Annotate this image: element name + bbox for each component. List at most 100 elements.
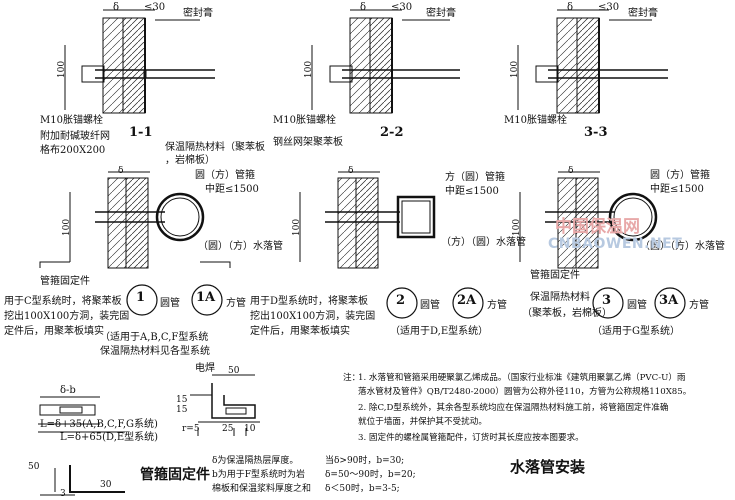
d3-downpipe: （圆）（方）水落管 [640, 241, 725, 252]
d2-square-label: 方管 [487, 300, 507, 311]
s11-h100: 100 [57, 60, 68, 79]
detail-1-drawing [39, 171, 231, 269]
d2-note-line2: 挖出100X100方洞，装完固 [250, 311, 376, 322]
parts-dim15a: 15 [176, 395, 188, 405]
d1-h100: 100 [62, 218, 73, 237]
d1-round-label: 圆管 [160, 298, 180, 309]
s11-bolt: M10胀锚螺栓 [40, 115, 103, 126]
notes-label: 注： [343, 373, 361, 383]
d1-delta: δ [118, 166, 124, 176]
d1-insul-line1: 保温隔热材料（聚苯板 [165, 142, 265, 153]
watermark-cn: 中国保温网 [555, 217, 640, 237]
d3-round-label: 圆管 [627, 300, 647, 311]
s11-delta: δ [113, 2, 120, 13]
parts-formula1: L=δ+35(A,B,C,F,G系统) [40, 419, 158, 430]
s11-mesh-line1: 附加耐碱玻纤网 [40, 131, 110, 142]
parts-dim25: 25 [222, 424, 234, 434]
d3-spacing: 中距≤1500 [650, 184, 704, 195]
d2-number: 2 [396, 293, 406, 308]
d2-note-line1: 用于D型系统时，将聚苯板 [250, 296, 369, 307]
s33-bolt: M10胀锚螺栓 [504, 115, 567, 126]
parts-title: 管箍固定件 [140, 467, 210, 483]
s33-delta: δ [567, 2, 574, 13]
section-label-2-2: 2-2 [380, 125, 404, 140]
parts-dim15b: 15 [176, 405, 188, 415]
d2-applies: （适用于D,E型系统） [390, 326, 489, 337]
note-1b: 落水管材及管件》QB/T2480-2000）圆管为公称外径110，方管为公称规格… [358, 387, 692, 397]
d1-note-line2: 挖出100X100方洞，装完固 [4, 311, 130, 322]
parts-dim50v: 50 [28, 462, 40, 472]
d1-note-line3: 定件后，用聚苯板填实 [4, 326, 104, 337]
d1-number-a: 1A [196, 290, 216, 305]
explain-case3: δ＜50时，b=3-5; [325, 484, 400, 494]
d1-applies-line2: 保温隔热材料见各型系统 [100, 346, 210, 357]
section-label-1-1: 1-1 [129, 125, 153, 140]
explain-case1: 当δ>90时，b=30; [325, 456, 405, 466]
d1-applies-line1: （适用于A,B,C,F型系统 [100, 332, 209, 343]
d2-h100: 100 [292, 218, 303, 237]
explain-line1: δ为保温隔热层厚度。 [212, 456, 299, 466]
d3-square-label: 方管 [689, 300, 709, 311]
parts-formula2: L=δ+65(D,E型系统) [60, 432, 159, 443]
s11-dim30: ≤30 [144, 2, 166, 13]
d2-downpipe: （方）（圆）水落管 [441, 237, 526, 248]
d1-downpipe: （圆）（方）水落管 [198, 241, 283, 252]
section-2-2-drawing [311, 9, 460, 114]
d3-number: 3 [602, 293, 612, 308]
explain-case2: δ=50～90时，b=20; [325, 470, 416, 480]
s22-bolt: M10胀锚螺栓 [273, 115, 336, 126]
parts-dim30: 30 [100, 480, 112, 490]
s22-dim30: ≤30 [391, 2, 413, 13]
parts-d-minus-b: δ-b [60, 385, 76, 396]
s33-h100: 100 [510, 60, 521, 79]
s33-dim30: ≤30 [598, 2, 620, 13]
explain-line2: b为用于F型系统时为岩 [212, 470, 306, 480]
d1-spacing: 中距≤1500 [205, 184, 259, 195]
d2-number-a: 2A [457, 293, 477, 308]
fixing-parts-drawing [38, 374, 260, 496]
parts-dim50: 50 [228, 366, 240, 376]
parts-r5: r=5 [182, 424, 200, 434]
d3-h100: 100 [512, 218, 523, 237]
d1-note-line1: 用于C型系统时，将聚苯板 [4, 296, 122, 307]
d3-pipe-type: 圆（方）管箍 [650, 170, 710, 181]
section-1-1-drawing [64, 9, 215, 114]
d3-delta: δ [568, 166, 574, 176]
s22-delta: δ [360, 2, 367, 13]
s33-sealant: 密封膏 [628, 8, 658, 19]
s22-sealant: 密封膏 [426, 8, 456, 19]
note-1a: 1. 水落管和管箍采用硬聚氯乙烯成品。（国家行业标准《建筑用聚氯乙烯（PVC-U… [358, 373, 686, 383]
d1-fixing: 管箍固定件 [40, 276, 90, 287]
main-title: 水落管安装 [510, 458, 586, 476]
section-label-3-3: 3-3 [584, 125, 608, 140]
parts-weld: 电焊 [195, 363, 215, 374]
d1-insul-line2: ，岩棉板） [165, 155, 215, 166]
d3-number-a: 3A [659, 293, 679, 308]
parts-dim3: 3 [60, 489, 66, 499]
d3-applies: （适用于G型系统） [592, 326, 680, 337]
d2-note-line3: 定件后，用聚苯板填实 [250, 326, 350, 337]
watermark-en: CNBAOWEN.NET [548, 236, 683, 252]
d2-delta: δ [348, 166, 354, 176]
detail-markers [126, 284, 686, 319]
note-2b: 就位于墙面，并保护其不受扰动。 [358, 417, 487, 427]
d3-insul-line1: 保温隔热材料 [530, 292, 590, 303]
d2-spacing: 中距≤1500 [445, 186, 499, 197]
explain-line3: 棉板和保温浆料厚度之和 [212, 484, 312, 494]
d3-fixing: 管箍固定件 [530, 270, 580, 281]
d3-insul-line2: （聚苯板，岩棉板） [522, 308, 612, 319]
s22-board: 钢丝网架聚苯板 [273, 137, 343, 148]
s11-sealant: 密封膏 [183, 8, 213, 19]
section-3-3-drawing [517, 9, 668, 114]
note-3: 3. 固定件的螺栓属管箍配件，订货时其长度应按本图要求。 [358, 433, 584, 443]
parts-dim10: 10 [244, 424, 256, 434]
d2-pipe-type: 方（圆）管箍 [445, 172, 505, 183]
d1-pipe-type: 圆（方）管箍 [195, 170, 255, 181]
detail-2-drawing [299, 171, 436, 269]
d2-round-label: 圆管 [420, 300, 440, 311]
detail-3-drawing [519, 171, 658, 269]
s22-h100: 100 [304, 60, 315, 79]
note-2a: 2. 除C,D型系统外，其余各型系统均应在保温隔热材料施工前，将管箍固定件准确 [358, 403, 669, 413]
d1-number: 1 [136, 290, 146, 305]
